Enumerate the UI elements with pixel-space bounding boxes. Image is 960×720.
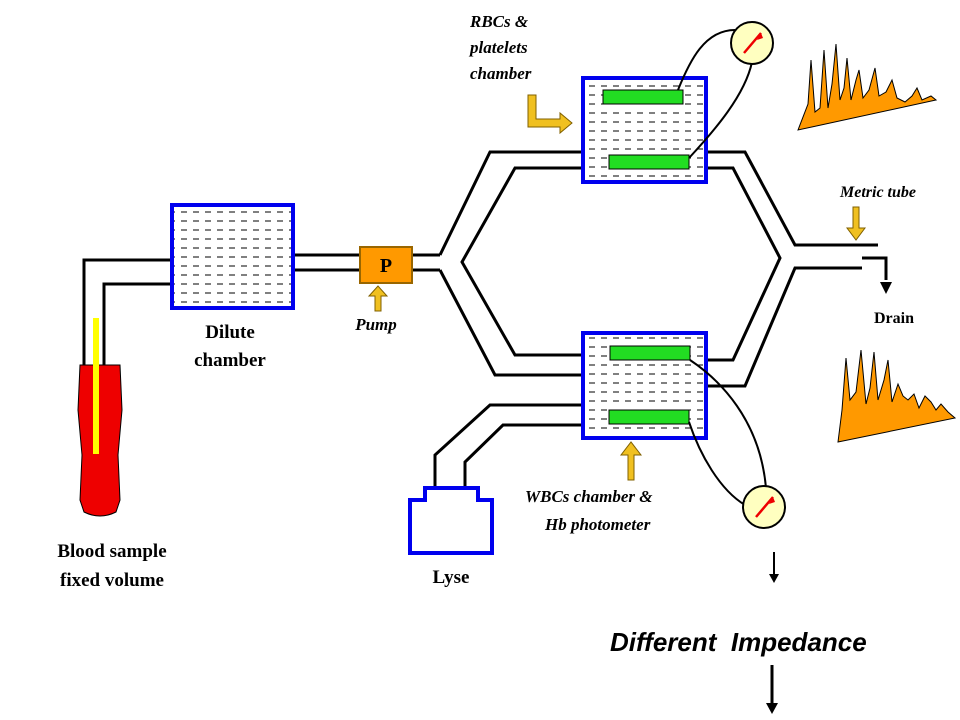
lyse-label: Lyse (433, 567, 470, 588)
rbc-impedance-histogram-icon (797, 43, 938, 131)
rbc-meter-wire-top (677, 29, 736, 91)
inlet-pipe-inner (102, 282, 172, 377)
sample-probe (93, 318, 99, 454)
wbc-gauge-meter-icon (742, 485, 786, 529)
rbc-gauge-meter-icon (730, 21, 774, 65)
drain-bend (862, 256, 888, 280)
dilute-chamber (170, 203, 295, 310)
impedance-arrowhead (766, 703, 778, 714)
drain-arrowhead (880, 282, 892, 294)
lyse-pipe-inner (463, 423, 583, 488)
lyse-container (408, 486, 494, 555)
rbc-electrode-top (602, 89, 684, 105)
metric-tube-arrow (846, 206, 866, 241)
inlet-pipe-outer (82, 258, 172, 377)
rbc-chamber-label-line2: platelets (468, 38, 528, 57)
wbc-meter-wire-bottom (688, 421, 746, 506)
pump-label: Pump (354, 315, 397, 334)
split-inner (460, 166, 583, 357)
drain-label: Drain (874, 310, 914, 327)
split-outer-lower (438, 269, 583, 377)
merge-inner (706, 166, 782, 362)
pump-box-label: P (380, 255, 392, 277)
dilute-chamber-label-line1: Dilute (205, 322, 255, 343)
pipes (82, 150, 888, 488)
lyse-pipe-outer (433, 403, 583, 488)
wbc-chamber-label-line2: Hb photometer (544, 515, 651, 534)
rbc-arrow (527, 94, 573, 135)
rbc-electrode-bottom (608, 154, 690, 170)
rbc-chamber-label-line3: chamber (470, 64, 532, 83)
blood-sample-tube (77, 364, 123, 517)
wbc-arrow (619, 441, 643, 481)
impedance-label: Different Impedance (610, 627, 867, 657)
dilute-chamber-label-line2: chamber (194, 350, 266, 371)
pump-box (359, 246, 413, 284)
pump-arrow (367, 285, 389, 312)
metric-tube-label: Metric tube (839, 184, 916, 201)
merge-outer-upper (706, 150, 878, 247)
split-outer-upper (438, 150, 583, 256)
blood-sample-label-line2: fixed volume (60, 570, 164, 591)
blood-sample-label-line1: Blood sample (57, 541, 166, 562)
wbc-impedance-histogram-icon (837, 349, 957, 443)
wbc-chamber-label-line1: WBCs chamber & (525, 487, 653, 506)
wbc-meter-wire-top (689, 359, 767, 489)
rbc-chamber-label-line1: RBCs & (469, 12, 529, 31)
rbc-meter-wire-bottom (688, 61, 753, 159)
meter-output-arrowhead (769, 574, 779, 583)
wbc-electrode-top (609, 345, 691, 361)
wbc-electrode-bottom (608, 409, 690, 425)
merge-outer-lower (706, 266, 862, 388)
